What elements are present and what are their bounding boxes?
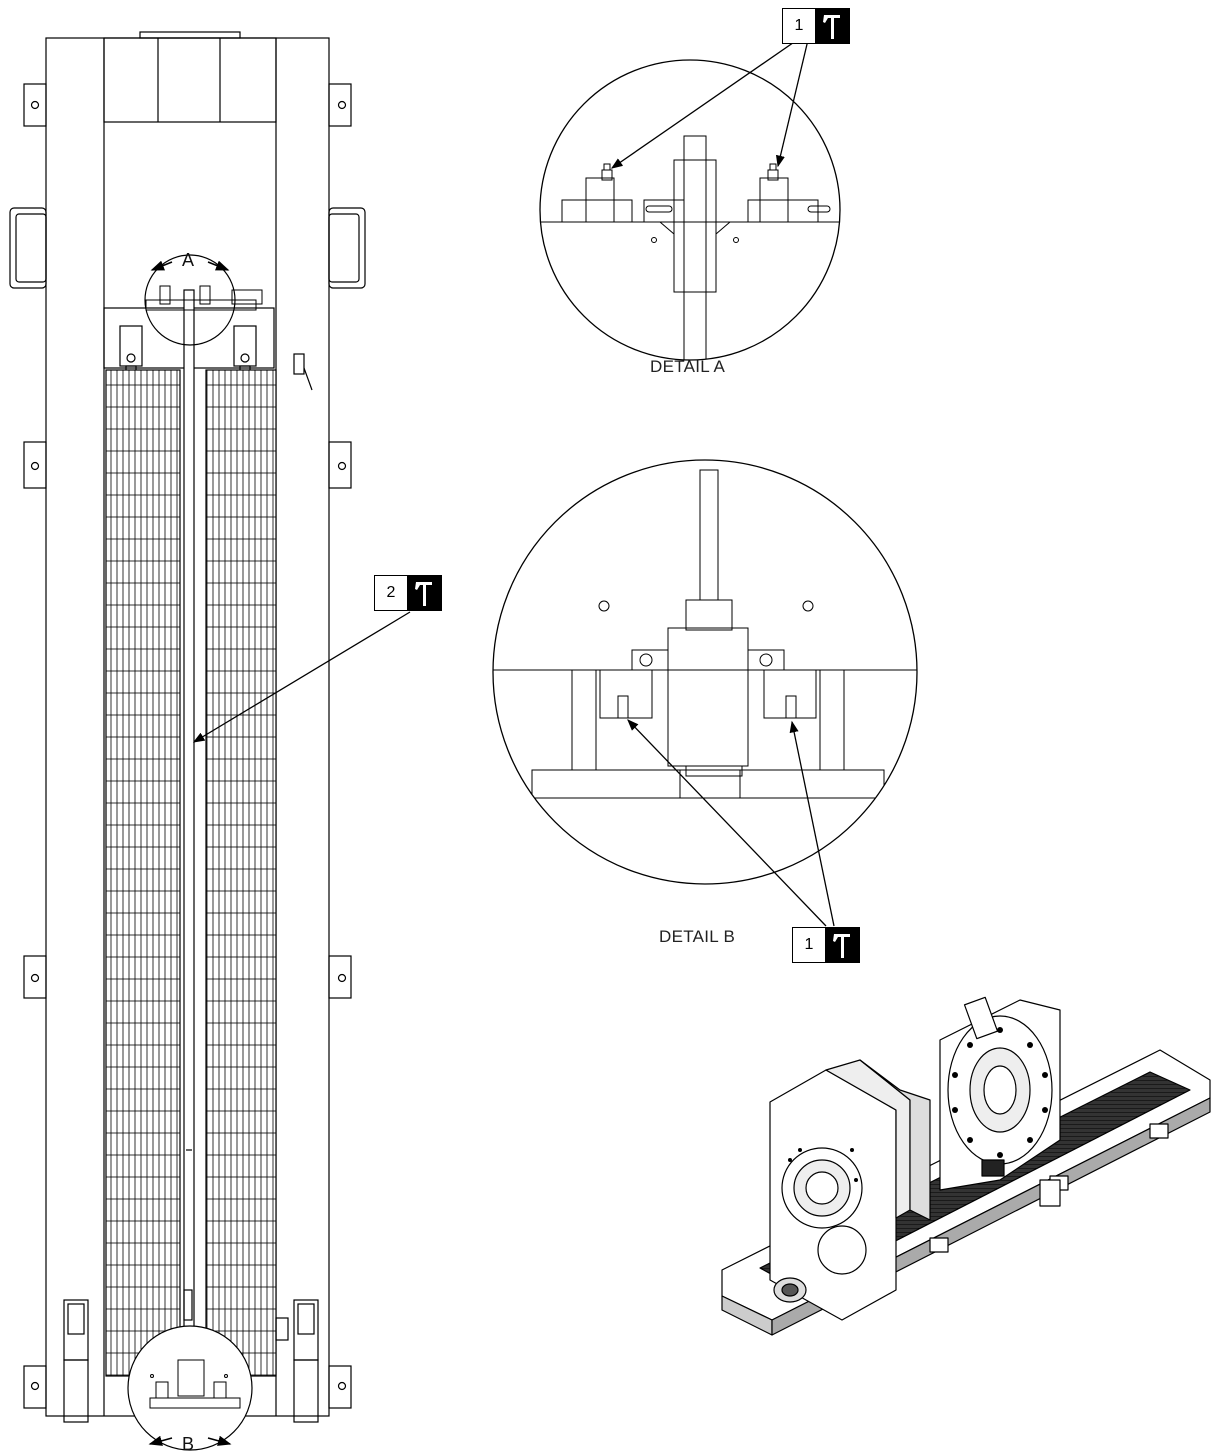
grating-bed-right <box>205 369 277 1377</box>
grease-gun-icon <box>408 575 442 611</box>
leader-main-2 <box>192 611 411 743</box>
view-a-arrow-left <box>150 260 173 271</box>
leader-detail-a-1 <box>610 37 801 169</box>
callout-number: 1 <box>782 8 816 44</box>
detail-b-marker <box>127 1325 253 1451</box>
view-a-arrow-right <box>207 260 230 271</box>
mount-tabs-left <box>23 83 47 1409</box>
callout-number: 2 <box>374 575 408 611</box>
detail-a-marker-contents <box>145 285 263 311</box>
callout-detail-b: 1 <box>792 927 860 963</box>
callout-number: 1 <box>792 927 826 963</box>
callout-main-view: 2 <box>374 575 442 611</box>
grease-gun-icon <box>816 8 850 44</box>
detail-b-circle <box>492 459 918 885</box>
main-top-view <box>9 31 366 1423</box>
mount-tabs-right <box>328 83 352 1409</box>
grease-gun-icon <box>826 927 860 963</box>
detail-b-marker-contents <box>149 1359 241 1409</box>
callout-detail-a: 1 <box>782 8 850 44</box>
leader-detail-b-2 <box>789 720 835 927</box>
view-label-b: B <box>182 1434 195 1454</box>
detail-a-circle <box>539 59 841 361</box>
detail-a-caption: DETAIL A <box>650 357 726 376</box>
detail-b-parts <box>493 469 917 799</box>
center-shaft <box>183 289 195 1377</box>
isometric-machine-view <box>721 996 1211 1336</box>
leader-detail-b-1 <box>627 719 827 927</box>
view-label-a: A <box>182 250 195 270</box>
view-b-arrow-left <box>148 1435 173 1446</box>
drive-housing <box>103 37 277 123</box>
leader-detail-a-2 <box>775 39 809 168</box>
view-b-arrow-right <box>207 1435 232 1446</box>
detail-a-parts <box>540 135 840 360</box>
grating-bed-left <box>105 369 181 1377</box>
detail-b-caption: DETAIL B <box>659 927 736 946</box>
